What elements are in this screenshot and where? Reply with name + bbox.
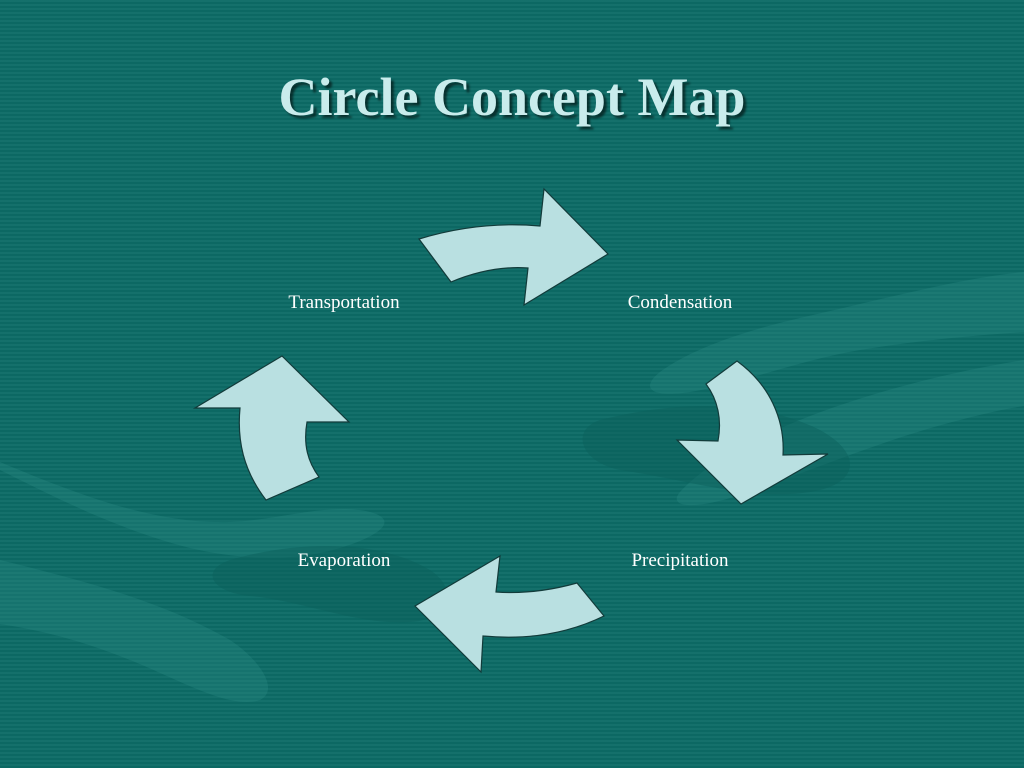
arrow-evaporation-to-transportation — [192, 355, 351, 501]
node-label-evaporation: Evaporation — [297, 550, 391, 571]
node-label-precipitation: Precipitation — [631, 550, 729, 571]
arrow-precipitation-to-evaporation — [414, 554, 605, 674]
slide-title: Circle Concept Map — [278, 67, 746, 127]
arrow-transportation-to-condensation — [418, 187, 609, 307]
node-label-condensation: Condensation — [627, 292, 733, 313]
node-label-transportation: Transportation — [288, 292, 400, 313]
arrow-condensation-to-precipitation — [675, 360, 829, 505]
